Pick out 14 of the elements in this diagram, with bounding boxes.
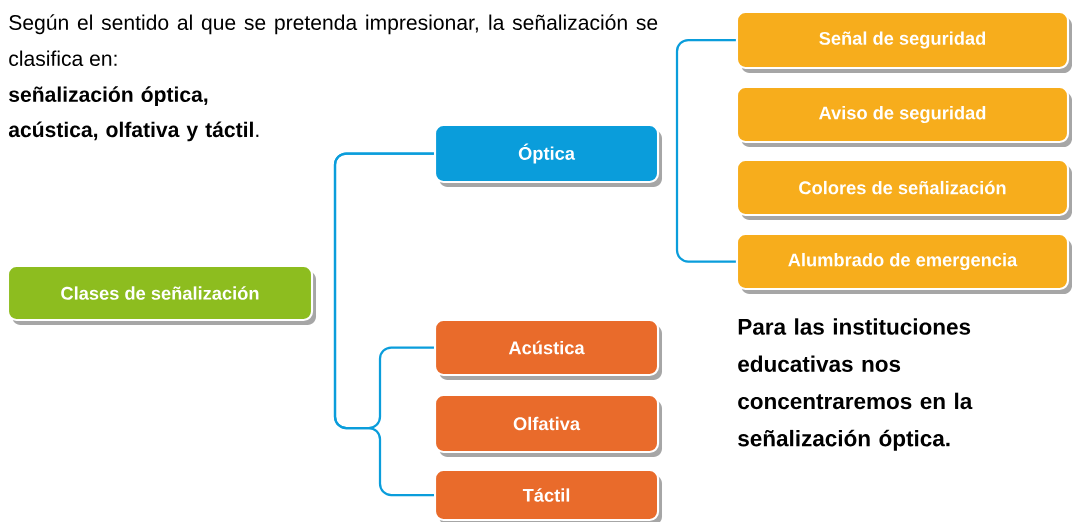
- process-box: Olfativa: [433, 393, 662, 457]
- process-box: Clases de señalización: [6, 264, 316, 325]
- process-box: Colores de señalización: [735, 158, 1072, 220]
- connector-line: [333, 152, 434, 497]
- intro-paragraph: Según el sentido al que se pretenda impresionar, la señalización se clasifica en:: [9, 14, 658, 66]
- note-paragraph: Para las instituciones educativas nos concentraremos en la señalización óptica.: [738, 318, 973, 451]
- connector-line: [675, 38, 736, 263]
- process-box: Acústica: [433, 318, 662, 380]
- process-box: Táctil: [433, 468, 662, 522]
- process-box: Aviso de seguridad: [735, 85, 1072, 147]
- process-box: Alumbrado de emergencia: [735, 232, 1072, 294]
- process-box: Señal de seguridad: [735, 10, 1072, 73]
- process-box: Óptica: [433, 123, 662, 187]
- intro-paragraph: señalización óptica, acústica, olfativa y táctil.: [8, 86, 259, 142]
